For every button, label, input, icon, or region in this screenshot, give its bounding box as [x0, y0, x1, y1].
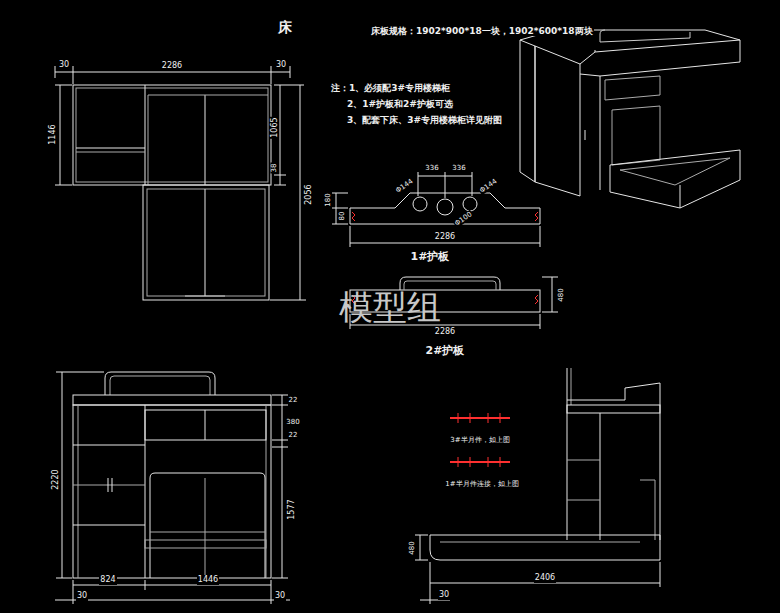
dimension-label: 1065: [269, 117, 278, 139]
drawing-title: 床: [277, 19, 293, 35]
front-elevation: [55, 372, 290, 604]
dimension-label: 2056: [303, 184, 312, 206]
dimension-label: 38: [270, 163, 278, 174]
dimension-label: 480: [557, 287, 565, 302]
dimension-label: 30: [58, 60, 70, 69]
dimension-label: 480: [408, 540, 416, 555]
dimension-label: 2286: [434, 232, 456, 241]
note-text: 注：1、必须配3#专用楼梯柜: [330, 83, 451, 93]
dimension-label: 22: [288, 396, 299, 404]
dimension-label: 30: [275, 60, 287, 69]
note-text: 2#护板: [425, 345, 466, 358]
watermark: 模型组: [338, 288, 442, 327]
dimension-label: 2286: [161, 61, 183, 70]
note-text: 1#护板: [410, 251, 451, 264]
dimension-label: 30: [76, 591, 88, 600]
dimension-label: 1446: [197, 575, 219, 584]
dimension-label: 22: [288, 431, 299, 439]
dimension-label: 3#半月件，如上图: [449, 436, 510, 444]
dimension-label: 1577: [286, 499, 295, 521]
dimension-label: 336: [451, 164, 466, 172]
dimension-label: Φ144: [477, 177, 499, 196]
dimension-label: 30: [274, 591, 286, 600]
perspective-view: [520, 30, 740, 208]
dimension-label: 2406: [534, 573, 556, 582]
dimension-label: Φ100: [452, 210, 474, 229]
side-elevation: [415, 368, 660, 604]
guard-panel-1: [332, 172, 540, 247]
dimension-label: 380: [285, 418, 300, 426]
dimension-label: 180: [324, 192, 332, 207]
note-text: 床板规格：1902*900*18一块，1902*600*18两块: [370, 26, 594, 36]
dimension-label: Φ144: [393, 177, 415, 196]
dimension-label: 80: [338, 211, 346, 222]
dimension-label: 1146: [47, 124, 56, 146]
note-text: 2、1#护板和2#护板可选: [346, 99, 454, 109]
note-text: 3、配套下床、3#专用楼梯柜详见附图: [346, 115, 503, 125]
dimension-label: 824: [99, 575, 116, 584]
dimension-label: 336: [424, 164, 439, 172]
dimension-label: 30: [438, 590, 450, 599]
dimension-label: 2220: [50, 469, 59, 491]
dimension-label: 2286: [434, 327, 456, 336]
dimension-label: 1#半月件连接，如上图: [444, 480, 519, 488]
plan-view: [55, 66, 306, 300]
